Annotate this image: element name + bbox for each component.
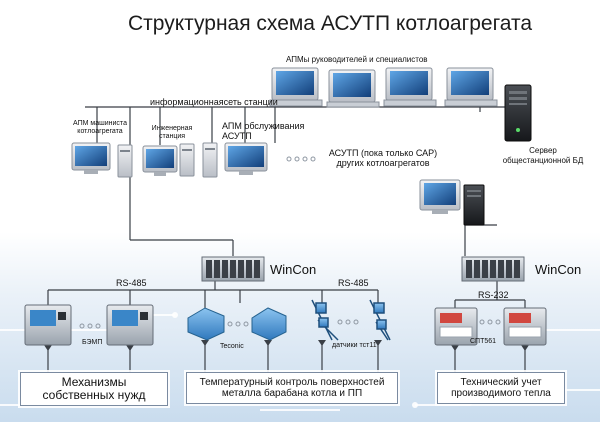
bezmp-label: БЭМП <box>82 339 103 346</box>
station-network-label: информационнаясеть станции <box>150 97 278 107</box>
right-workstation <box>419 179 485 226</box>
sensors-label: датчики тст11 <box>332 342 377 349</box>
teconic-modules <box>187 307 287 341</box>
teconic-label: Teconic <box>220 343 244 350</box>
rs232-label: RS-232 <box>478 290 509 300</box>
leaders-workstations-label: АПМы руководителей и специалистов <box>286 55 428 64</box>
spt561-label: СПТ561 <box>470 338 497 345</box>
heat-metering-text: Технический учет производимого тепла <box>451 377 551 399</box>
arrow-heads <box>44 340 529 351</box>
spt561-meters <box>434 307 547 346</box>
dotted-separators <box>79 156 501 329</box>
rs485-left-label: RS-485 <box>116 278 147 288</box>
own-needs-mechanisms-box: Механизмы собственных нужд <box>20 372 168 406</box>
rs485-right-label: RS-485 <box>338 278 369 288</box>
wincon-right-label: WinCon <box>535 262 582 277</box>
other-boilers-label: АСУТП (пока только САР) других котлоагре… <box>328 148 438 168</box>
leaders-workstations <box>269 67 498 108</box>
temperature-control-text: Температурный контроль поверхностей мета… <box>199 377 385 399</box>
heat-metering-box: Технический учет производимого тепла <box>437 372 565 404</box>
temperature-control-box: Температурный контроль поверхностей мета… <box>186 372 398 404</box>
left-workstations <box>71 142 268 178</box>
machinist-workstation-label: АПМ машиниста котлоагрегата <box>73 120 127 135</box>
server-label: Сервер общестанционной БД <box>502 146 584 165</box>
wincon-left-controller <box>201 256 265 282</box>
diagram-title: Структурная схема АСУТП котлоагрегата <box>128 12 533 35</box>
engineer-station-label: Инженерная станция <box>151 125 193 140</box>
server-tower <box>504 84 532 142</box>
own-needs-mechanisms-text: Механизмы собственных нужд <box>42 375 146 402</box>
wincon-right-controller <box>461 256 525 282</box>
bezmp-relays <box>24 304 154 346</box>
temperature-sensors <box>311 299 391 341</box>
wincon-left-label: WinCon <box>270 262 317 277</box>
service-workstation-label: АПМ обслуживания АСУТП <box>222 121 305 141</box>
